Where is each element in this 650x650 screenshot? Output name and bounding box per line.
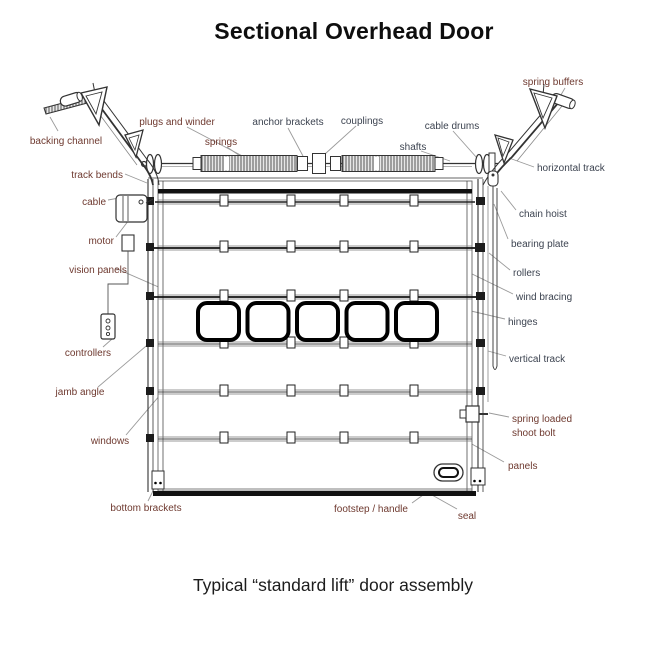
shoot-bolt-label-line1: spring loaded [512, 414, 572, 425]
bottom-bracket-right [470, 467, 486, 486]
labels: backing channel track bends cable motor … [30, 77, 606, 522]
shoot-bolt-leader [488, 412, 510, 418]
cable-drum-left [140, 153, 163, 175]
track-bend-left [95, 100, 154, 186]
panel-seams [153, 199, 477, 442]
plugs-and-winder-label: plugs and winder [139, 117, 215, 128]
controllers-part [100, 313, 116, 340]
plugs-and-winder-leader [186, 126, 251, 161]
spring-buffer-left [59, 91, 83, 107]
window-5 [394, 301, 439, 342]
plug-winder-right [434, 157, 444, 170]
window-3 [295, 301, 340, 342]
seal-leader [431, 494, 458, 510]
backing-channel-leader [49, 116, 59, 132]
control-wire [107, 251, 129, 314]
anchor-brackets-leader [287, 127, 304, 157]
seal-label: seal [458, 511, 476, 522]
hinges-grid [219, 194, 419, 444]
window-2 [245, 301, 291, 342]
page-caption: Typical “standard lift” door assembly [192, 575, 474, 595]
bottom-brackets-label: bottom brackets [110, 503, 181, 514]
chain-hoist-leader [500, 190, 517, 211]
shafts-label: shafts [400, 142, 427, 153]
bracket-triangle-right-small [494, 134, 514, 165]
anchor-bracket-right [330, 156, 341, 171]
page-title: Sectional Overhead Door [214, 18, 494, 44]
windows-label: windows [90, 436, 129, 447]
spring-left [200, 155, 298, 172]
bracket-triangle-left-small [124, 129, 144, 159]
top-right-assembly [482, 83, 576, 370]
footstep-handle-label: footstep / handle [334, 504, 408, 515]
track-bends-leader [124, 173, 148, 184]
spring-buffers-label: spring buffers [523, 77, 583, 88]
chain-hoist-label: chain hoist [519, 209, 567, 220]
coupling [312, 153, 326, 174]
door-drawing [43, 82, 576, 496]
window-1 [196, 301, 241, 342]
hinges-label: hinges [508, 317, 537, 328]
rollers-label: rollers [513, 268, 540, 279]
bracket-triangle-right-large [528, 83, 558, 130]
track-bends-label: track bends [71, 170, 123, 181]
cable-label: cable [82, 197, 106, 208]
window-4 [344, 301, 390, 342]
controllers-leader [102, 338, 113, 348]
top-left-assembly [43, 82, 160, 186]
shoot-bolt-label-line2: shoot bolt [512, 428, 556, 439]
spring-shaft-assembly [140, 152, 498, 177]
bottom-seal [153, 491, 476, 496]
cable-drums-leader [452, 130, 478, 159]
motor-label: motor [88, 236, 114, 247]
roller-right [475, 243, 485, 252]
plug-winder-left [192, 157, 202, 170]
vertical-track-label: vertical track [509, 354, 566, 365]
anchor-brackets-label: anchor brackets [252, 117, 323, 128]
footstep-handle-part [433, 463, 464, 482]
operator-assembly [100, 194, 154, 340]
horizontal-track-label: horizontal track [537, 163, 606, 174]
vision-panel-windows [196, 301, 439, 342]
chain-box [121, 234, 135, 252]
jamb-angle-label: jamb angle [55, 387, 105, 398]
anchor-bracket-left [297, 156, 308, 171]
motor-part [115, 194, 154, 223]
couplings-leader [324, 125, 357, 155]
rollers-leader [488, 252, 511, 271]
controllers-label: controllers [65, 348, 111, 359]
wind-bracing-label: wind bracing [515, 292, 572, 303]
jamb-angle-leader [97, 340, 153, 388]
top-panel-band [158, 189, 472, 194]
couplings-label: couplings [341, 116, 383, 127]
chain-hoist-part [487, 170, 499, 370]
springs-label: springs [205, 137, 237, 148]
panels-label: panels [508, 461, 537, 472]
bearing-plate-label: bearing plate [511, 239, 569, 250]
vision-panels-label: vision panels [69, 265, 127, 276]
horizontal-track-leader [508, 157, 535, 168]
cable-drums-label: cable drums [425, 121, 479, 132]
shoot-bolt-part [459, 405, 488, 423]
spring-right [341, 155, 436, 172]
bearing-plate-leader [493, 203, 509, 240]
backing-channel-label: backing channel [30, 136, 102, 147]
bracket-triangle-left-large [79, 82, 108, 127]
bottom-bracket-left [151, 470, 165, 490]
